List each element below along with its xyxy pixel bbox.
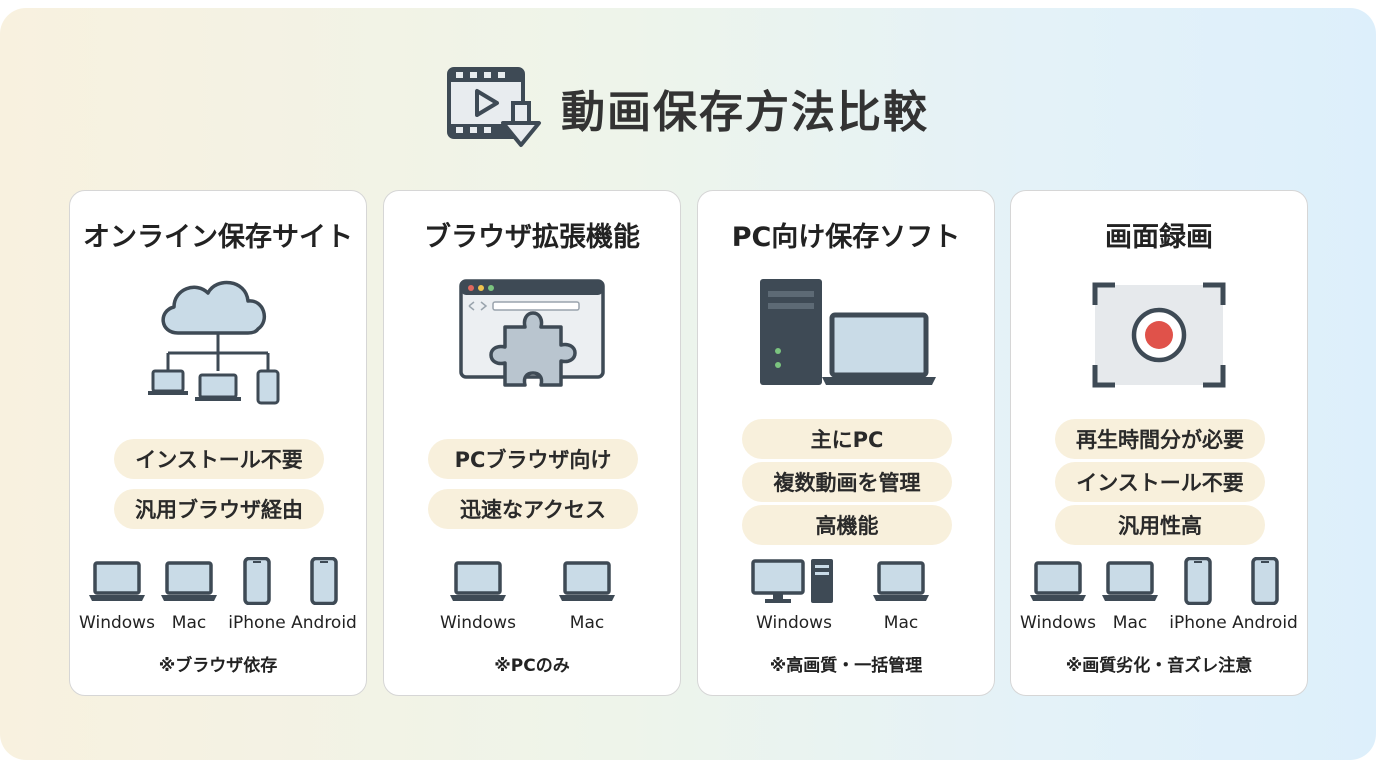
laptop-icon	[450, 561, 506, 601]
laptop-icon	[1030, 561, 1086, 601]
card-browser-extension: ブラウザ拡張機能 PCブラウザ向け 迅速なアクセス Windows Mac	[383, 190, 681, 696]
laptop-icon	[873, 561, 929, 601]
smartphone-icon	[243, 557, 271, 605]
card-title: 画面録画	[1105, 222, 1213, 253]
feature-pill: インストール不要	[1055, 462, 1265, 502]
card-online-site: オンライン保存サイト インストール不要 汎用ブラウザ経由 Windows Mac	[69, 190, 367, 696]
device-label: Windows	[440, 613, 516, 633]
device-label: iPhone	[1169, 613, 1227, 633]
device-mac: Mac	[149, 557, 229, 633]
smartphone-icon	[1184, 557, 1212, 605]
card-note: ※PCのみ	[494, 656, 570, 676]
screen-record-icon	[1011, 279, 1307, 391]
supported-devices: Windows Mac iPhone Android	[1011, 557, 1307, 637]
device-label: Mac	[883, 613, 919, 633]
device-windows: Windows	[751, 557, 834, 633]
feature-pill: 汎用性高	[1055, 505, 1265, 545]
feature-pill: 迅速なアクセス	[428, 489, 638, 529]
feature-pill: PCブラウザ向け	[428, 439, 638, 479]
card-note: ※高画質・一括管理	[769, 656, 923, 676]
feature-pill: 高機能	[742, 505, 952, 545]
card-note: ※ブラウザ依存	[158, 656, 278, 676]
card-pc-software: PC向け保存ソフト 主にPC 複数動画を管理 高機能 Windows Mac	[697, 190, 995, 696]
video-download-icon	[447, 67, 541, 147]
supported-devices: Windows Mac iPhone Android	[70, 557, 366, 637]
supported-devices: Windows Mac	[698, 557, 994, 637]
device-label: Windows	[79, 613, 155, 633]
card-title: オンライン保存サイト	[83, 222, 353, 253]
laptop-icon	[161, 561, 217, 601]
device-label: Mac	[171, 613, 207, 633]
page-title: 動画保存方法比較	[561, 87, 929, 138]
device-label: Windows	[756, 613, 832, 633]
device-label: Windows	[1020, 613, 1096, 633]
device-windows: Windows	[77, 557, 157, 633]
smartphone-icon	[1251, 557, 1279, 605]
device-label: iPhone	[228, 613, 286, 633]
device-label: Mac	[569, 613, 605, 633]
device-windows: Windows	[438, 557, 518, 633]
device-windows: Windows	[1018, 557, 1098, 633]
smartphone-icon	[310, 557, 338, 605]
card-note: ※画質劣化・音ズレ注意	[1065, 656, 1253, 676]
feature-pill: 主にPC	[742, 419, 952, 459]
card-title: PC向け保存ソフト	[731, 222, 961, 253]
card-title: ブラウザ拡張機能	[424, 222, 640, 253]
feature-pill: 複数動画を管理	[742, 462, 952, 502]
desktop-pc-icon	[751, 559, 833, 603]
feature-pill: 再生時間分が必要	[1055, 419, 1265, 459]
device-iphone: iPhone	[217, 557, 297, 633]
laptop-icon	[559, 561, 615, 601]
infographic-canvas: 動画保存方法比較 オンライン保存サイト インストール不要 汎用ブラウザ経由 Wi…	[0, 8, 1376, 760]
laptop-icon	[89, 561, 145, 601]
desktop-computer-icon	[698, 273, 994, 389]
device-mac: Mac	[1090, 557, 1170, 633]
header: 動画保存方法比較	[0, 63, 1376, 153]
feature-pill: 汎用ブラウザ経由	[114, 489, 324, 529]
device-label: Android	[291, 613, 357, 633]
device-mac: Mac	[547, 557, 627, 633]
laptop-icon	[1102, 561, 1158, 601]
feature-pill: インストール不要	[114, 439, 324, 479]
device-label: Mac	[1112, 613, 1148, 633]
device-iphone: iPhone	[1158, 557, 1238, 633]
device-android: Android	[284, 557, 364, 633]
device-android: Android	[1225, 557, 1305, 633]
browser-puzzle-icon	[384, 277, 680, 395]
card-screen-recording: 画面録画 再生時間分が必要 インストール不要 汎用性高 Windows Mac	[1010, 190, 1308, 696]
supported-devices: Windows Mac	[384, 557, 680, 637]
device-label: Android	[1232, 613, 1298, 633]
cloud-network-icon	[70, 271, 366, 406]
device-mac: Mac	[861, 557, 941, 633]
